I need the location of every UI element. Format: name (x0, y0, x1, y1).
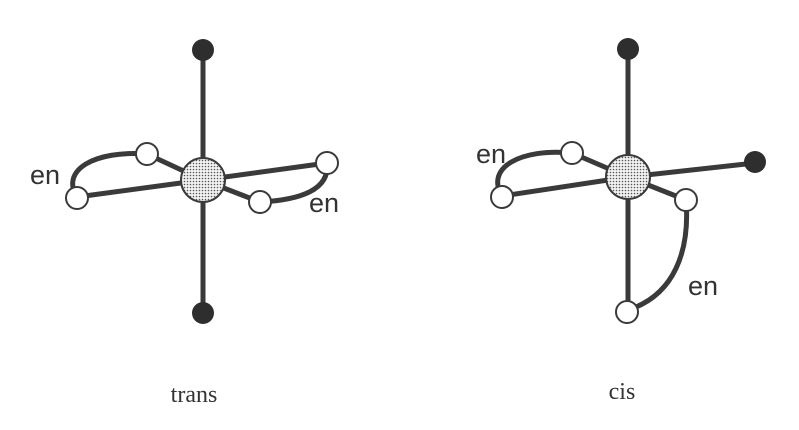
cis-isomer: en en cis (476, 38, 766, 405)
cis-axial-ligand-top (617, 38, 639, 60)
trans-isomer: en en trans (30, 39, 339, 408)
trans-en-donor-atom (135, 142, 159, 166)
cis-isomer-label: cis (609, 379, 636, 405)
trans-en-label-left: en (30, 160, 60, 190)
trans-axial-ligand-bottom (192, 302, 214, 324)
trans-en-label-right: en (309, 188, 339, 218)
trans-isomer-label: trans (171, 382, 218, 408)
trans-metal-center (180, 157, 226, 203)
trans-en-donor-atom (65, 186, 89, 210)
cis-en-donor-atom (615, 300, 639, 324)
cis-right-chelate-arc (625, 197, 690, 313)
trans-en-donor-atom (315, 151, 339, 175)
cis-metal-center (605, 154, 651, 200)
cis-equatorial-ligand-right (744, 151, 766, 173)
cis-en-donor-atom (490, 185, 514, 209)
cis-en-donor-atom (674, 188, 698, 212)
cis-en-donor-atom (560, 141, 584, 165)
cis-en-label-right: en (688, 271, 718, 301)
cis-en-label-left: en (476, 139, 506, 169)
trans-axial-ligand-top (192, 39, 214, 61)
trans-en-donor-atom (248, 190, 272, 214)
